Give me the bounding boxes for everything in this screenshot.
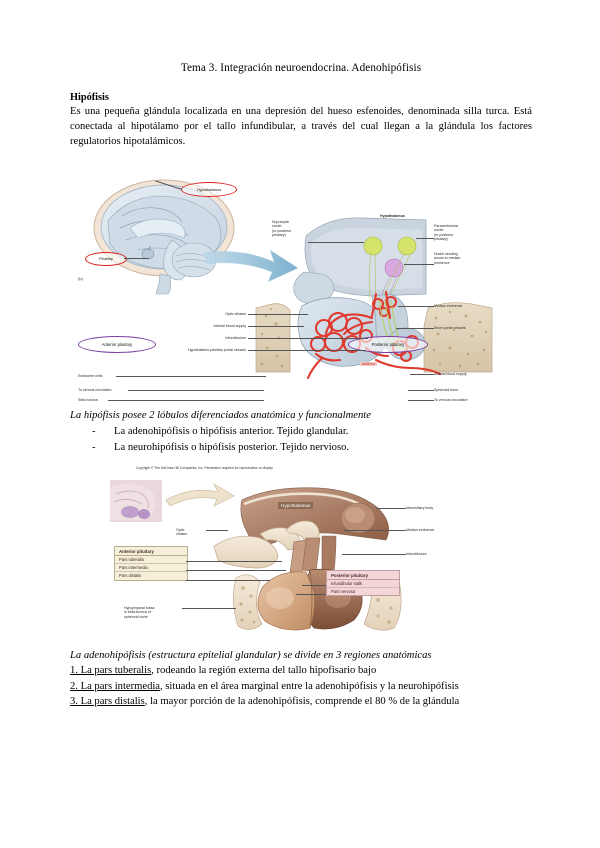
region-text: , situada en el área marginal entre la a… [160,680,459,692]
leader-line [308,242,364,243]
region-label: 1. La pars tuberalis [70,665,152,676]
leader-line [116,376,266,377]
box-item-pars-tuberalis: Pars tuberalis [115,556,187,564]
label-hypothalamus-inner: Hypothalamus [380,214,405,218]
leader-line [398,306,434,307]
region-text: , rodeando la región externa del tallo h… [151,665,377,676]
list-item: 1. La pars tuberalis, rodeando la región… [70,663,536,679]
list-item: 2. La pars intermedia, situada en el áre… [70,679,536,695]
regions-list: 1. La pars tuberalis, rodeando la región… [70,663,536,710]
red-circle-pituitary: Pituitary [85,252,127,266]
figure2-copyright: Copyright © The McGraw-Hill Companies, I… [136,466,273,470]
leader-line [396,328,434,329]
leader-line [404,264,434,265]
posterior-pituitary-box: Posterior pituitary Infundibular stalk P… [326,570,400,597]
leader-line [248,338,368,339]
leader-line [410,374,434,375]
label-infundibulum: Infundibulum [225,336,246,340]
pituitary-detail [255,217,493,380]
label-median-eminence-2: Median eminence [406,528,435,532]
leader-line [408,400,434,401]
label-arterial-blood-supply-right: Arterial blood supply [434,372,467,376]
lobes-list: - La adenohipófisis o hipófisis anterior… [70,424,532,455]
leader-line [124,258,149,259]
anterior-pituitary-box-header: Anterior pituitary [115,547,187,556]
label-infundibulum-2: Infundibulum [406,552,427,556]
leader-line [248,326,304,327]
page-title: Tema 3. Integración neuroendocrina. Aden… [180,62,422,74]
box-item-pars-distalis: Pars distalis [119,573,142,579]
label-hypothalamus-tag: Hypothalamus [278,502,314,509]
regions-lead: La adenohipófisis (estructura epitelial … [70,650,432,661]
label-optic-chiasm: Optic chiasm [225,312,246,316]
inset-brain [110,480,162,522]
region-label: 3. La pars distalis [70,696,145,708]
label-paraventricular-nuclei: Paraventricular nuclei (to posterior pit… [434,224,459,242]
posterior-pituitary-box-header: Posterior pituitary [327,571,399,580]
label-supraoptic-nuclei: Supraoptic nuclei (to posterior pituitar… [272,220,292,238]
bullet-dash: - [92,426,96,437]
region-label: 2. La pars intermedia [70,680,161,692]
figure1-illustration [93,179,493,380]
label-median-eminence: Median eminence [434,304,463,308]
lobes-lead: La hipófisis posee 2 lóbulos diferenciad… [70,410,371,421]
leader-line [186,570,286,571]
infundibular-stalk [289,535,337,573]
leader-line [342,554,406,555]
label-sella-turcica: Sella turcica [78,398,98,402]
list-item: 3. La pars distalis, la mayor porción de… [70,694,536,710]
box-item-pars-intermedia: Pars intermedia [115,564,187,573]
leader-line [416,238,434,239]
list-item-text: La adenohipófisis o hipófisis anterior. … [114,426,349,437]
label-to-venous-circulation-right: To venous circulation [434,398,468,402]
region-text: , la mayor porción de la adenohipófisis,… [144,696,460,708]
leader-line [206,530,228,531]
label-short-portal-vessels: Short portal vessels [434,326,466,330]
leader-line [186,580,270,581]
leader-line [408,390,434,391]
purple-circle-anterior-pituitary: Anterior pituitary [78,336,156,353]
leader-line [182,608,236,609]
label-sphenoid-bone: Sphenoid bone [434,388,459,392]
leader-line [302,585,326,586]
brain-sagittal-section [93,179,235,295]
leader-line [108,400,264,401]
bullet-dash: - [92,441,96,453]
annotation-anterior: anterior [360,362,377,366]
label-portal-vessels: Hypothalamo-pituitary portal vessels [188,348,246,352]
list-item-text: La neurohipófisis o hipófisis posterior.… [114,441,350,453]
label-optic-chiasm-2: Optic chiasm [176,528,188,537]
label-endocrine-cells: Endocrine cells [78,374,103,378]
figure-pituitary-regions: Copyright © The McGraw-Hill Companies, I… [110,466,500,638]
label-mammillary-body: Mammillary body [406,506,434,510]
lobes-block: La hipófisis posee 2 lóbulos diferenciad… [70,408,532,455]
purple-circle-posterior-pituitary: Posterior pituitary [348,336,428,353]
optic-chiasm-region [213,520,320,569]
leader-line [248,314,308,315]
list-item: - La neurohipófisis o hipófisis posterio… [70,440,532,456]
label-nuclei-median-eminence: Nuclei sending axons to median eminence [434,252,461,265]
leader-line [248,350,366,351]
leader-line [186,561,282,562]
anterior-pituitary-box: Anterior pituitary Pars tuberalis Pars i… [114,546,188,581]
regions-block: La adenohipófisis (estructura epitelial … [70,648,536,710]
box-item-pars-nervosa: Pars nervosa [331,589,356,595]
leader-line [376,508,406,509]
document-content: Tema 3. Integración neuroendocrina. Aden… [70,62,532,150]
zoom-arrow [204,250,298,282]
label-to-venous-circulation: To venous circulation [78,388,112,392]
label-hypophyseal-fossa: Hypophyseal fossa in sella turcica of sp… [124,606,155,619]
label-arterial-blood-supply: Arterial blood supply [213,324,246,328]
figure2-illustration [110,480,402,631]
figure1-panel-label: (b) [78,276,83,281]
box-item-infundibular-stalk: Infundibular stalk [327,580,399,588]
intro-paragraph: Es una pequeña glándula localizada en un… [70,106,532,148]
leader-line [344,530,406,531]
leader-line [128,390,264,391]
figure-hypothalamus-pituitary-vasculature: (b) Hypothalamus Pituitary Anterior pitu… [76,176,528,404]
leader-line [296,594,326,595]
section-heading: Hipófisis [70,92,109,103]
list-item: - La adenohipófisis o hipófisis anterior… [70,424,532,440]
red-circle-hypothalamus: Hypothalamus [181,182,237,197]
